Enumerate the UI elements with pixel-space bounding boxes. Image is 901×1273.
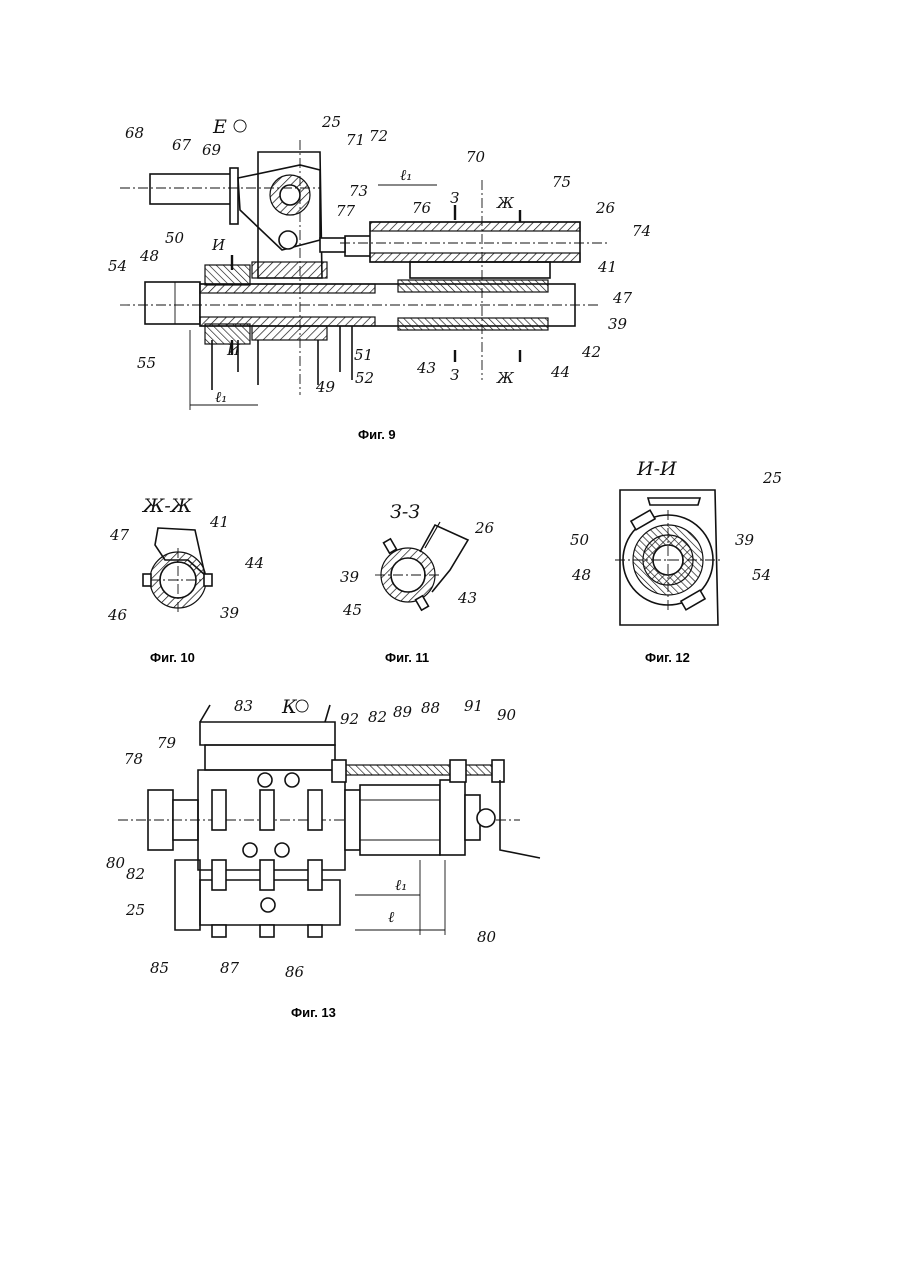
- fig9-view-label: Е: [212, 116, 227, 138]
- part-label: 39: [608, 315, 628, 333]
- part-label: 78: [124, 750, 143, 768]
- fig11-section-title: З-З: [390, 501, 420, 523]
- part-label: 42: [581, 343, 601, 361]
- part-label: 80: [106, 854, 126, 872]
- part-label: 50: [165, 229, 185, 247]
- part-label: 43: [416, 359, 436, 377]
- part-label: 44: [550, 363, 570, 381]
- part-label: 54: [108, 257, 127, 275]
- part-label: 55: [137, 354, 156, 372]
- part-label: 77: [336, 202, 356, 220]
- part-label: 69: [202, 141, 222, 159]
- part-label: 67: [172, 136, 192, 154]
- fig9-dimension: ℓ₁: [215, 388, 227, 406]
- fig9-section-mark: З: [450, 366, 459, 384]
- fig10-caption: Фиг. 10: [150, 650, 195, 665]
- fig11-caption: Фиг. 11: [385, 650, 429, 665]
- view-arrow-icon: [234, 120, 246, 132]
- part-label: 85: [150, 959, 169, 977]
- part-label: 51: [354, 346, 373, 364]
- part-label: 44: [244, 554, 264, 572]
- part-label: 76: [412, 199, 432, 217]
- part-label: 82: [126, 865, 145, 883]
- part-label: 41: [597, 258, 617, 276]
- part-label: 73: [349, 182, 368, 200]
- part-label: 47: [109, 526, 130, 544]
- view-arrow-icon: [296, 700, 308, 712]
- part-label: 79: [157, 734, 177, 752]
- part-label: 91: [464, 697, 483, 715]
- part-label: 41: [209, 513, 229, 531]
- fig9-caption: Фиг. 9: [358, 427, 396, 442]
- bolts: [212, 773, 322, 937]
- fig13-view-label: К: [281, 696, 298, 718]
- part-label: 26: [474, 519, 495, 537]
- part-label: 49: [315, 378, 336, 396]
- cylinder-70: [320, 222, 610, 278]
- part-label: 89: [393, 703, 413, 721]
- part-label: 83: [234, 697, 253, 715]
- fig13-caption: Фиг. 13: [291, 1005, 336, 1020]
- figure-10: Ж-Ж 47 41 44 46 39 Фиг. 10: [107, 495, 264, 665]
- fig12-section-title: И-И: [636, 458, 677, 480]
- part-label: 47: [612, 289, 633, 307]
- part-label: 74: [632, 222, 651, 240]
- part-label: 25: [125, 901, 145, 919]
- part-label: 72: [369, 127, 388, 145]
- part-label: 50: [570, 531, 590, 549]
- fig10-section-title: Ж-Ж: [141, 495, 193, 517]
- part-label: 82: [368, 708, 387, 726]
- part-label: 75: [552, 173, 571, 191]
- fig9-section-mark: Ж: [496, 194, 515, 212]
- fig9-section-mark: И: [226, 341, 241, 359]
- part-label: 80: [477, 928, 497, 946]
- part-label: 68: [125, 124, 144, 142]
- part-label: 48: [571, 566, 591, 584]
- shaft-39: [120, 280, 600, 330]
- part-label: 39: [220, 604, 240, 622]
- fig9-section-mark: Ж: [496, 369, 515, 387]
- part-label: 70: [466, 148, 486, 166]
- part-label: 52: [355, 369, 374, 387]
- part-label: 45: [342, 601, 362, 619]
- part-label: 48: [139, 247, 159, 265]
- part-label: 92: [340, 710, 359, 728]
- fig12-caption: Фиг. 12: [645, 650, 690, 665]
- part-label: 39: [735, 531, 755, 549]
- figure-12: И-И 25 50 39 48 54 Фиг. 12: [570, 458, 782, 665]
- part-label: 46: [107, 606, 128, 624]
- figure-9: Е И И З З Ж Ж ℓ₁ ℓ₁ 68 67 69 25 71 72 70…: [108, 113, 651, 442]
- fig9-dimension: ℓ₁: [400, 166, 412, 184]
- part-label: 86: [285, 963, 305, 981]
- part-label: 26: [595, 199, 616, 217]
- fig9-section-mark: З: [450, 189, 459, 207]
- part-label: 39: [340, 568, 360, 586]
- part-label: 71: [346, 131, 365, 149]
- fig13-dimension: ℓ: [388, 908, 394, 926]
- part-label: 25: [321, 113, 341, 131]
- figure-13: К ℓ₁ ℓ 83 92 82 89 88 91 90 78 79 80 82 …: [106, 696, 540, 1020]
- fig13-dimension: ℓ₁: [395, 876, 407, 894]
- figure-11: З-З 26 39 45 43 Фиг. 11: [340, 501, 495, 665]
- part-label: 87: [220, 959, 240, 977]
- part-label: 90: [497, 706, 517, 724]
- part-label: 43: [457, 589, 477, 607]
- part-label: 88: [421, 699, 440, 717]
- fig9-section-mark: И: [211, 236, 226, 254]
- part-label: 54: [752, 566, 771, 584]
- part-label: 25: [762, 469, 782, 487]
